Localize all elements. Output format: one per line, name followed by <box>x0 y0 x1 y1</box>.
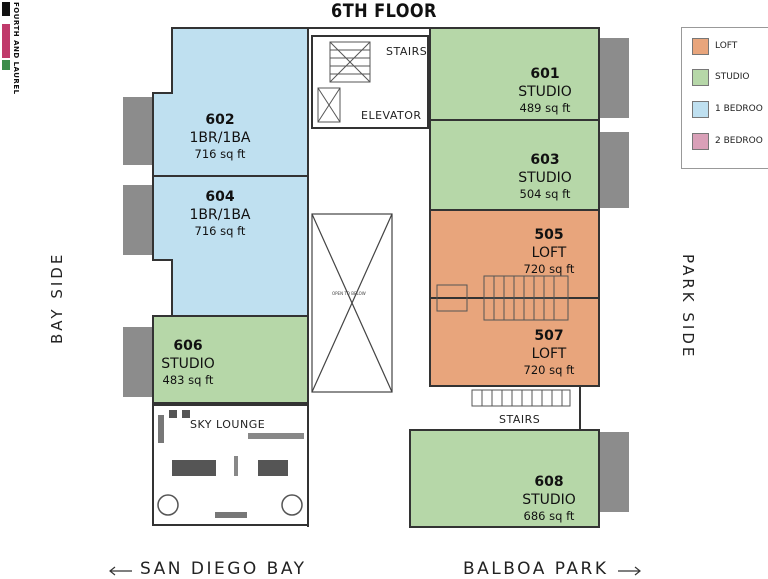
unit-number: 505 <box>534 227 564 243</box>
legend-label: 1 BEDROO <box>715 104 763 114</box>
unit-area: 716 sq ft <box>194 224 246 238</box>
lounge-furniture <box>157 410 304 518</box>
unit-number: 601 <box>530 66 560 82</box>
unit-505: 505 LOFT 720 sq ft <box>499 227 599 277</box>
loft-stair <box>436 275 569 321</box>
unit-603-area <box>429 119 600 211</box>
elevator-shaft <box>317 87 341 123</box>
unit-area: 716 sq ft <box>194 147 246 161</box>
unit-608: 608 STUDIO 686 sq ft <box>499 474 599 524</box>
unit-606: 606 STUDIO 483 sq ft <box>138 338 238 388</box>
unit-606-area <box>152 315 309 404</box>
balcony <box>123 327 153 397</box>
unit-area: 720 sq ft <box>523 262 575 276</box>
unit-area: 504 sq ft <box>519 187 571 201</box>
unit-603: 603 STUDIO 504 sq ft <box>495 152 595 202</box>
direction-arrows <box>109 566 641 576</box>
san-diego-bay-label: SAN DIEGO BAY <box>140 559 307 579</box>
park-side-label: PARK SIDE <box>679 254 697 360</box>
unit-type: STUDIO <box>522 492 576 508</box>
sky-lounge-label: SKY LOUNGE <box>190 418 266 431</box>
balcony <box>123 97 153 165</box>
unit-type: STUDIO <box>518 170 572 186</box>
legend-item-loft: LOFT <box>692 37 738 55</box>
balcony <box>123 185 153 255</box>
balcony <box>599 132 629 208</box>
stair-treads <box>329 41 371 83</box>
unit-type: LOFT <box>531 346 567 362</box>
legend-item-studio: STUDIO <box>692 68 750 86</box>
unit-602: 602 1BR/1BA 716 sq ft <box>170 112 270 162</box>
unit-number: 603 <box>530 152 560 168</box>
legend-label: 2 BEDROO <box>715 136 763 146</box>
unit-number: 606 <box>173 338 203 354</box>
logo-text: FOURTH AND LAUREL <box>12 2 20 95</box>
stairs-label-bottom: STAIRS <box>499 413 541 426</box>
unit-number: 507 <box>534 328 564 344</box>
unit-area: 686 sq ft <box>523 509 575 523</box>
unit-601: 601 STUDIO 489 sq ft <box>495 66 595 116</box>
balboa-park-label: BALBOA PARK <box>463 559 609 579</box>
legend: LOFT STUDIO 1 BEDROO 2 BEDROO <box>681 27 768 169</box>
unit-type: LOFT <box>531 245 567 261</box>
unit-number: 604 <box>205 189 235 205</box>
unit-number: 602 <box>205 112 235 128</box>
legend-swatch <box>692 68 709 86</box>
balcony <box>599 38 629 118</box>
legend-label: STUDIO <box>715 72 750 82</box>
unit-area: 489 sq ft <box>519 101 571 115</box>
unit-type: 1BR/1BA <box>189 130 251 146</box>
legend-item-2-bedroom: 2 BEDROO <box>692 132 763 150</box>
legend-swatch <box>692 37 709 55</box>
unit-area: 720 sq ft <box>523 363 575 377</box>
legend-swatch <box>692 132 709 150</box>
bottom-stair <box>471 389 571 407</box>
elevator-label: ELEVATOR <box>361 109 422 122</box>
balcony <box>599 432 629 512</box>
bay-side-label: BAY SIDE <box>48 251 66 344</box>
legend-swatch <box>692 100 709 118</box>
stairs-label-top: STAIRS <box>386 45 428 58</box>
unit-604: 604 1BR/1BA 716 sq ft <box>170 189 270 239</box>
legend-item-1-bedroom: 1 BEDROO <box>692 100 763 118</box>
legend-label: LOFT <box>715 41 738 51</box>
unit-type: STUDIO <box>518 84 572 100</box>
unit-area: 483 sq ft <box>162 373 214 387</box>
unit-507: 507 LOFT 720 sq ft <box>499 328 599 378</box>
logo: FOURTH AND LAUREL <box>0 0 20 95</box>
unit-type: 1BR/1BA <box>189 207 251 223</box>
corridor-walls <box>307 27 581 527</box>
page-title: 6TH FLOOR <box>331 0 437 22</box>
open-to-below <box>311 213 393 393</box>
unit-type: STUDIO <box>161 356 215 372</box>
open-to-below-label: OPEN TO BELOW <box>332 291 366 296</box>
unit-number: 608 <box>534 474 564 490</box>
